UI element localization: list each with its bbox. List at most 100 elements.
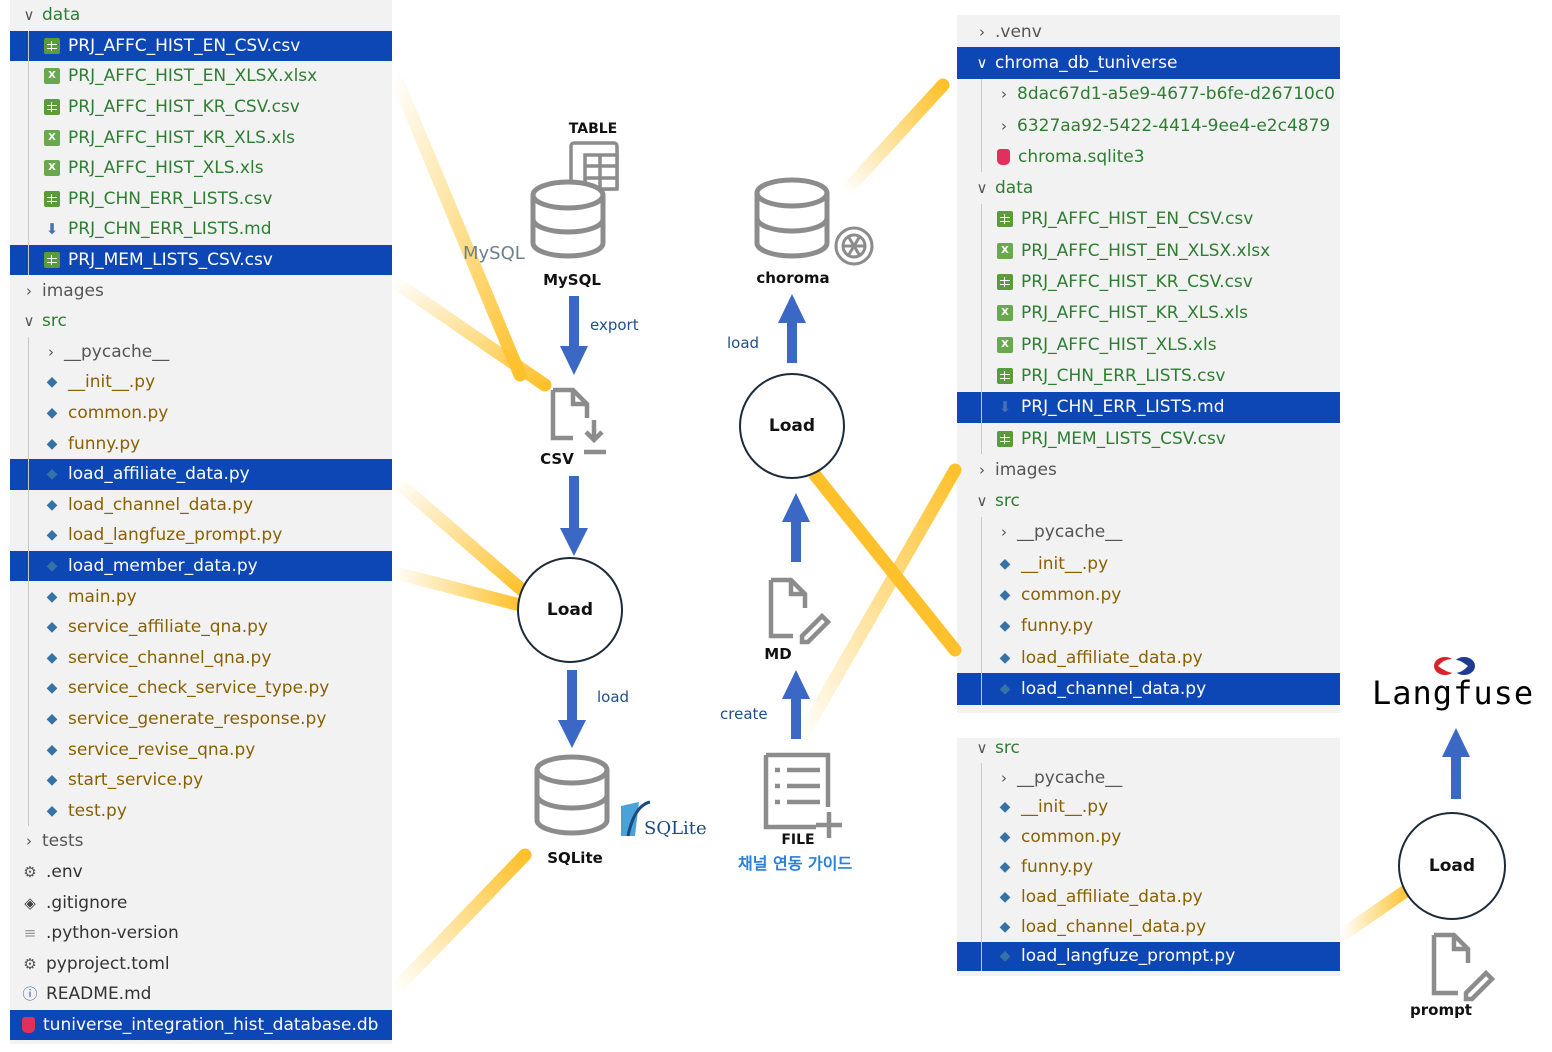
tree-item[interactable]: ›__pycache__	[10, 336, 392, 368]
chevron-down-icon[interactable]: ∨	[976, 738, 988, 757]
csv-file-icon	[44, 252, 60, 269]
python-file-icon: ◆	[46, 619, 58, 636]
tree-item-label: .python-version	[46, 923, 179, 944]
tree-item[interactable]: ◆service_channel_qna.py	[10, 642, 392, 674]
tree-item[interactable]: ◆load_affiliate_data.py	[957, 642, 1340, 674]
tree-item[interactable]: ◆common.py	[957, 579, 1340, 611]
highlight-line	[388, 848, 532, 997]
chevron-right-icon[interactable]: ›	[979, 22, 985, 41]
tree-item[interactable]: ∨src	[957, 486, 1340, 517]
indent-guide	[28, 122, 29, 153]
tree-item[interactable]: ◆__init__.py	[957, 792, 1340, 823]
tree-item-label: main.py	[68, 586, 137, 607]
tree-item[interactable]: ⚙.env	[10, 857, 392, 888]
indent-guide	[28, 612, 29, 643]
indent-guide	[28, 765, 29, 796]
chevron-right-icon[interactable]: ›	[48, 342, 54, 361]
tree-item[interactable]: PRJ_CHN_ERR_LISTS.csv	[957, 360, 1340, 392]
tree-item[interactable]: ›6327aa92-5422-4414-9ee4-e2c4879	[957, 109, 1340, 142]
tree-item[interactable]: ⬇PRJ_CHN_ERR_LISTS.md	[10, 214, 392, 245]
chevron-right-icon[interactable]: ›	[979, 460, 985, 479]
tree-item[interactable]: ⚙pyproject.toml	[10, 949, 392, 980]
indent-guide	[981, 109, 982, 142]
excel-file-icon: X	[997, 305, 1013, 322]
chevron-right-icon[interactable]: ›	[26, 832, 32, 851]
python-file-icon: ◆	[46, 772, 58, 789]
tree-item[interactable]: ◆load_langfuze_prompt.py	[957, 941, 1340, 972]
tree-item[interactable]: ◆load_affiliate_data.py	[957, 882, 1340, 912]
tree-item[interactable]: PRJ_AFFC_HIST_EN_CSV.csv	[10, 30, 392, 62]
chevron-right-icon[interactable]: ›	[1001, 85, 1007, 104]
indent-guide	[28, 459, 29, 490]
chevron-right-icon[interactable]: ›	[1001, 523, 1007, 542]
tree-item[interactable]: PRJ_AFFC_HIST_KR_CSV.csv	[10, 91, 392, 123]
tree-item[interactable]: ◆load_affiliate_data.py	[10, 459, 392, 490]
csv-file-icon	[997, 274, 1013, 291]
tree-item[interactable]: ◆funny.py	[957, 610, 1340, 642]
tree-item[interactable]: chroma.sqlite3	[957, 141, 1340, 173]
chevron-right-icon[interactable]: ›	[1001, 116, 1007, 135]
tree-item[interactable]: ◆start_service.py	[10, 765, 392, 796]
tree-item[interactable]: ›8dac67d1-a5e9-4677-b6fe-d26710c0	[957, 78, 1340, 110]
tree-item-label: PRJ_CHN_ERR_LISTS.csv	[68, 188, 273, 209]
tree-item[interactable]: ◆main.py	[10, 581, 392, 612]
chevron-down-icon[interactable]: ∨	[976, 179, 988, 198]
chevron-right-icon[interactable]: ›	[1001, 768, 1007, 787]
tree-item[interactable]: ›.venv	[957, 16, 1340, 47]
tree-item[interactable]: ◆service_affiliate_qna.py	[10, 612, 392, 643]
tree-item[interactable]: ◆load_member_data.py	[10, 550, 392, 582]
tree-item[interactable]: ◆test.py	[10, 795, 392, 827]
tree-item[interactable]: ›__pycache__	[957, 762, 1340, 793]
tree-item-label: chroma_db_tuniverse	[995, 52, 1178, 73]
chevron-down-icon[interactable]: ∨	[976, 53, 988, 72]
chevron-down-icon[interactable]: ∨	[23, 312, 35, 331]
tree-item[interactable]: ◆service_revise_qna.py	[10, 734, 392, 765]
tree-item[interactable]: PRJ_AFFC_HIST_EN_CSV.csv	[957, 203, 1340, 236]
tree-item[interactable]: ◆load_langfuze_prompt.py	[10, 520, 392, 551]
tree-item[interactable]: ›images	[10, 275, 392, 306]
tree-item[interactable]: ◆service_check_service_type.py	[10, 673, 392, 704]
tree-item[interactable]: ◆__init__.py	[957, 548, 1340, 580]
tree-item[interactable]: ◆funny.py	[10, 428, 392, 459]
arrow-load-to-langfuse	[1442, 728, 1470, 799]
tree-item[interactable]: ◆load_channel_data.py	[957, 911, 1340, 942]
tree-item[interactable]: PRJ_MEM_LISTS_CSV.csv	[10, 244, 392, 276]
tree-item[interactable]: PRJ_CHN_ERR_LISTS.csv	[10, 183, 392, 215]
tree-item[interactable]: ∨src	[957, 738, 1340, 763]
tree-item-label: PRJ_AFFC_HIST_EN_CSV.csv	[68, 35, 301, 56]
tree-item[interactable]: ◆load_channel_data.py	[957, 673, 1340, 705]
tree-item[interactable]: ›images	[957, 454, 1340, 485]
tree-item[interactable]: ◆__init__.py	[10, 367, 392, 398]
tree-item[interactable]: ⬇PRJ_CHN_ERR_LISTS.md	[957, 391, 1340, 423]
tree-item[interactable]: PRJ_MEM_LISTS_CSV.csv	[957, 422, 1340, 455]
tree-item[interactable]: PRJ_AFFC_HIST_KR_CSV.csv	[957, 266, 1340, 298]
indent-guide	[28, 734, 29, 765]
git-file-icon: ◈	[24, 893, 36, 912]
chevron-down-icon[interactable]: ∨	[23, 6, 35, 25]
tree-item[interactable]: ◆load_channel_data.py	[10, 489, 392, 521]
chevron-down-icon[interactable]: ∨	[976, 492, 988, 511]
tree-item[interactable]: ∨data	[957, 173, 1340, 204]
tree-item[interactable]: ›__pycache__	[957, 516, 1340, 549]
tree-item[interactable]: ◆funny.py	[957, 852, 1340, 882]
tree-item[interactable]: ∨data	[10, 0, 392, 31]
tree-item[interactable]: ◆common.py	[957, 822, 1340, 853]
tree-item[interactable]: ◈.gitignore	[10, 887, 392, 918]
tree-item[interactable]: ≡.python-version	[10, 918, 392, 949]
tree-item[interactable]: tuniverse_integration_hist_database.db	[10, 1009, 392, 1041]
tree-item[interactable]: ∨src	[10, 306, 392, 337]
tree-item[interactable]: ›tests	[10, 826, 392, 857]
tree-item[interactable]: ◆service_generate_response.py	[10, 703, 392, 735]
highlight-line	[838, 78, 950, 199]
load-node-sqlite: Load	[517, 557, 623, 663]
tree-item[interactable]: ∨ chroma_db_tuniverse	[957, 47, 1340, 79]
tree-item[interactable]: ◆common.py	[10, 397, 392, 429]
chevron-right-icon[interactable]: ›	[26, 281, 32, 300]
